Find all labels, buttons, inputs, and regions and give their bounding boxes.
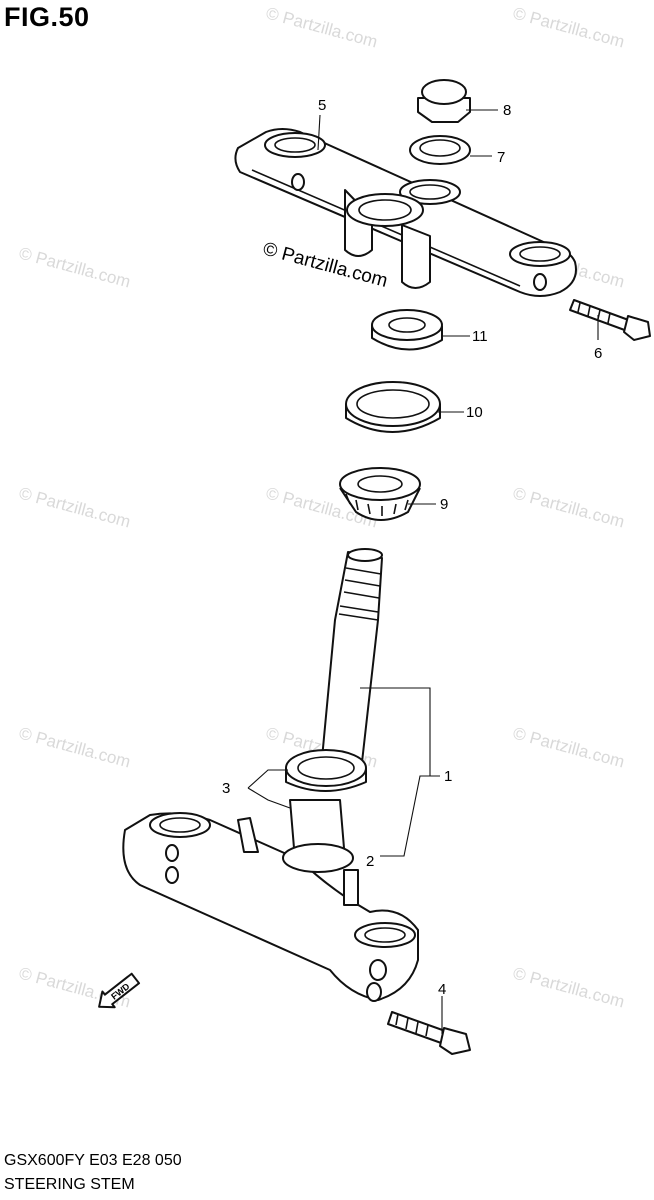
part-number-1: 1 — [444, 768, 452, 785]
watermark: © Partzilla.com — [17, 484, 133, 532]
watermark: © Partzilla.com — [264, 4, 380, 52]
washer-part — [409, 135, 471, 165]
steering-stem-part — [319, 548, 383, 781]
section-name: STEERING STEM — [4, 1176, 135, 1193]
upper-bearing-part — [339, 467, 421, 521]
watermark: © Partzilla.com — [511, 724, 627, 772]
part-number-labels: 5 8 7 6 11 10 9 1 2 3 4 — [222, 97, 602, 998]
upper-bracket-part — [234, 128, 577, 297]
lower-bracket-part — [122, 799, 419, 1002]
upper-bracket-bolt-part — [569, 299, 651, 341]
part-number-11: 11 — [472, 328, 488, 345]
part-number-9: 9 — [440, 496, 448, 513]
part-number-10: 10 — [466, 404, 483, 421]
watermark: © Partzilla.com — [511, 964, 627, 1012]
part-number-3: 3 — [222, 780, 230, 797]
watermark: © Partzilla.com — [511, 484, 627, 532]
model-code: GSX600FY E03 E28 050 — [4, 1152, 182, 1169]
lower-dust-seal-part — [285, 749, 367, 792]
part-number-6: 6 — [594, 345, 602, 362]
figure-title: FIG.50 — [4, 2, 90, 32]
part-number-4: 4 — [438, 981, 446, 998]
lower-bracket-bolt-part — [387, 1011, 471, 1055]
dust-seal-part — [345, 381, 441, 433]
watermark: © Partzilla.com — [17, 724, 133, 772]
leader-lines — [247, 109, 599, 1034]
part-number-5: 5 — [318, 97, 326, 114]
stem-head-nut-part — [417, 79, 471, 123]
watermark: © Partzilla.com — [511, 4, 627, 52]
watermark: © Partzilla.com — [17, 244, 133, 292]
stem-lock-nut-part — [371, 309, 443, 351]
part-number-7: 7 — [497, 149, 505, 166]
part-number-8: 8 — [503, 102, 511, 119]
part-number-2: 2 — [366, 853, 374, 870]
